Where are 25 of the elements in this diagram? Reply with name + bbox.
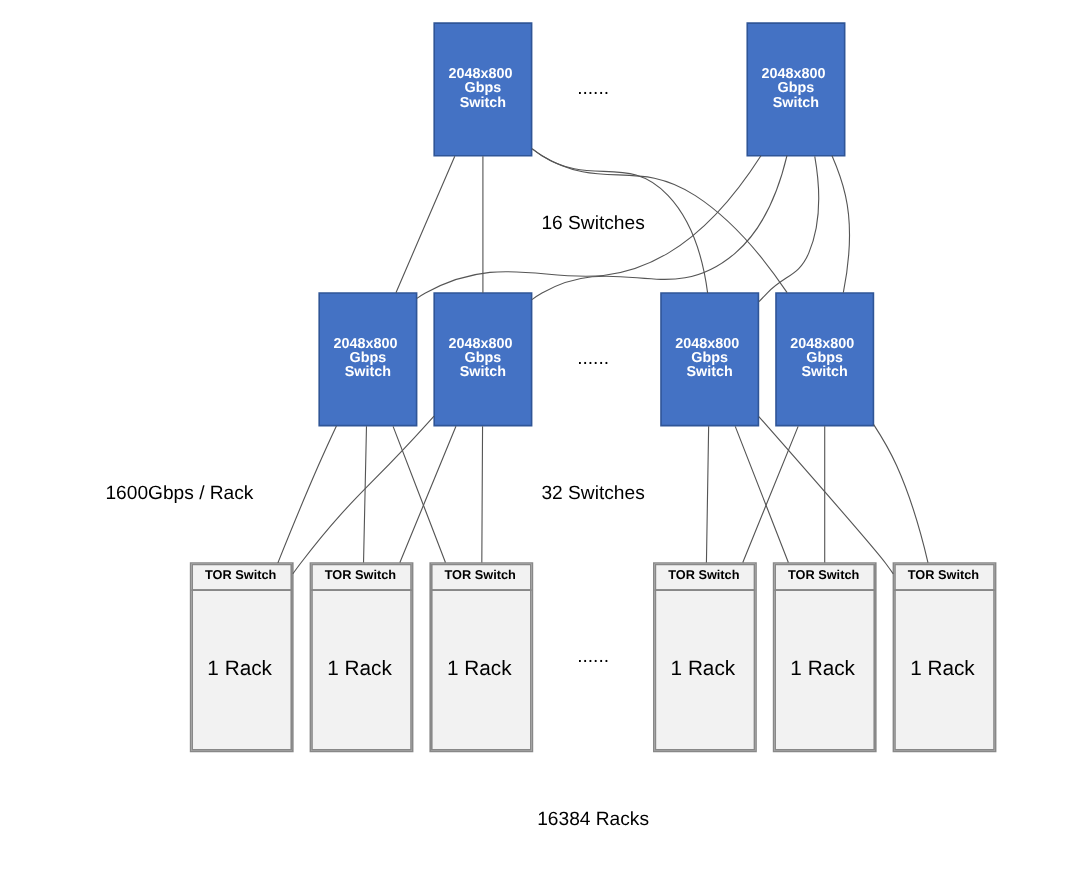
connector <box>481 425 484 563</box>
label: 1600Gbps / Rack <box>105 483 254 506</box>
connector <box>758 155 820 303</box>
connector <box>824 425 826 563</box>
connector <box>758 416 894 575</box>
connector <box>362 425 368 563</box>
connector <box>531 148 709 294</box>
connector <box>395 155 456 294</box>
connector <box>399 425 457 563</box>
label: ...... <box>577 348 610 371</box>
connector <box>292 415 435 575</box>
connector <box>831 155 851 294</box>
connector <box>705 425 710 563</box>
connector <box>734 425 789 563</box>
label: ...... <box>577 646 610 669</box>
connector <box>277 425 337 564</box>
connector <box>392 425 446 563</box>
connector <box>416 155 762 299</box>
connector <box>742 425 799 563</box>
label: 16384 Racks <box>537 809 650 832</box>
label: 16 Switches <box>541 213 645 236</box>
connector <box>482 155 484 294</box>
label: ...... <box>577 78 610 101</box>
connector <box>873 424 929 564</box>
label: 32 Switches <box>541 483 645 506</box>
